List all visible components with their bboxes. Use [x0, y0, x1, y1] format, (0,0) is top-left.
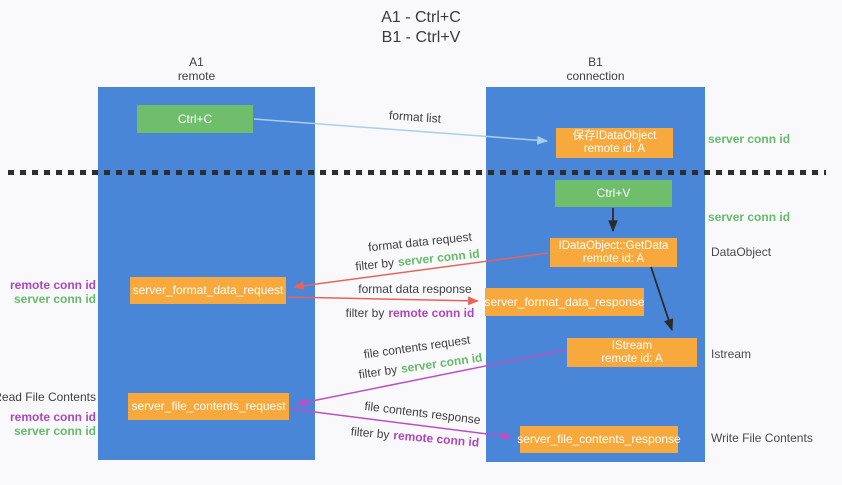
node-server-file-contents-request: server_file_contents_request — [128, 393, 289, 420]
filter-by-text: filter by — [354, 255, 395, 274]
separator-dotted-line — [8, 170, 826, 175]
node-save-idataobject-line1: 保存IDataObject — [572, 130, 657, 142]
label-format-list: format list — [388, 108, 442, 126]
node-server-file-contents-response: server_file_contents_response — [517, 426, 681, 453]
title-line-1: A1 - Ctrl+C — [381, 9, 461, 26]
node-ctrl-c-label: Ctrl+C — [177, 111, 213, 126]
node-getdata-line1: IDataObject::GetData — [558, 239, 669, 252]
left-conn-id-stack-1: remote conn id server conn id — [0, 278, 96, 306]
remote-conn-id-text: remote conn id — [388, 306, 475, 320]
label-format-data-response: format data response — [358, 282, 472, 296]
label-remote-conn-id-1: remote conn id — [9, 278, 96, 292]
diagram-title: A1 - Ctrl+C B1 - Ctrl+V — [0, 8, 842, 48]
label-server-conn-id-2: server conn id — [13, 424, 96, 438]
column-b1-name: B1 — [588, 55, 603, 69]
label-server-conn-id-mid: server conn id — [708, 210, 791, 224]
label-server-conn-id-1: server conn id — [13, 292, 96, 306]
node-ctrl-v-label: Ctrl+V — [596, 186, 631, 200]
node-istream-line2: remote id: A — [601, 352, 663, 365]
node-server-file-contents-response-label: server_file_contents_response — [517, 432, 681, 446]
label-file-contents-response: file contents response — [363, 398, 482, 428]
node-idataobject-getdata: IDataObject::GetData remote id: A — [550, 238, 677, 267]
node-save-idataobject-line2: remote id: A — [583, 143, 646, 155]
node-ctrl-v: Ctrl+V — [555, 180, 672, 207]
label-server-conn-id-top: server conn id — [708, 132, 791, 146]
node-save-idataobject: 保存IDataObject remote id: A — [556, 128, 673, 158]
column-a1-subtitle: remote — [177, 69, 216, 83]
label-dataobject: DataObject — [711, 245, 772, 259]
node-ctrl-c: Ctrl+C — [137, 105, 253, 133]
node-getdata-line2: remote id: A — [582, 252, 645, 265]
arrow-format-data-response — [287, 296, 480, 306]
node-server-format-data-request: server_format_data_request — [130, 277, 286, 304]
label-remote-conn-id-2: remote conn id — [9, 410, 96, 424]
remote-conn-id-text: remote conn id — [392, 428, 480, 450]
node-server-format-data-request-label: server_format_data_request — [132, 283, 284, 297]
column-b1-subtitle: connection — [566, 69, 625, 83]
filter-by-text: filter by — [357, 362, 399, 382]
column-header-a1: A1 remote — [88, 55, 305, 83]
node-server-file-contents-request-label: server_file_contents_request — [131, 399, 286, 413]
node-istream-line1: IStream — [611, 339, 653, 352]
column-a1-name: A1 — [189, 55, 204, 69]
title-line-2: B1 - Ctrl+V — [381, 29, 461, 46]
node-server-format-data-response: server_format_data_response — [484, 288, 645, 316]
column-header-b1: B1 connection — [486, 55, 705, 83]
filter-by-text: filter by — [345, 306, 385, 320]
label-write-file-contents: Write File Contents — [711, 431, 813, 445]
filter-by-text: filter by — [350, 424, 391, 442]
node-server-format-data-response-label: server_format_data_response — [484, 294, 645, 309]
left-conn-id-stack-2: remote conn id server conn id — [0, 410, 96, 438]
node-istream: IStream remote id: A — [567, 338, 697, 367]
label-read-file-contents: Read File Contents — [0, 390, 96, 404]
label-istream: Istream — [711, 347, 752, 361]
